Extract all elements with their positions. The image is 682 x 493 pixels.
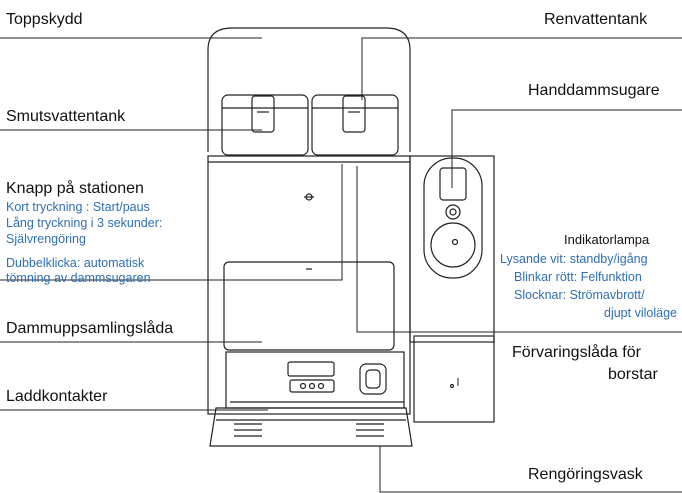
dust-box-shape xyxy=(223,261,395,351)
label-forvaring-2: borstar xyxy=(608,366,658,383)
label-forvaring-1: Förvaringslåda för xyxy=(512,344,641,361)
indikator-line-3: Slocknar: Strömavbrott/ xyxy=(514,288,645,302)
knapp-line-1: Kort tryckning : Start/paus xyxy=(6,200,150,214)
label-handdammsugare: Handdammsugare xyxy=(528,82,660,99)
label-indikator-title: Indikatorlampa xyxy=(564,232,650,247)
leader-indikator xyxy=(356,166,682,333)
label-toppskydd: Toppskydd xyxy=(6,11,83,28)
leader-renvattentank xyxy=(361,37,682,100)
indikator-line-1: Lysande vit: standby/igång xyxy=(500,252,648,266)
knapp-line-3: Självrengöring xyxy=(6,232,86,246)
leader-handdammsugare xyxy=(451,109,682,188)
label-renvattentank: Renvattentank xyxy=(544,11,648,28)
clean-water-tank-shape xyxy=(311,94,399,156)
knapp-line-2: Lång tryckning i 3 sekunder: xyxy=(6,216,163,230)
top-cover-shape xyxy=(207,27,411,152)
dirty-water-tank-shape xyxy=(221,94,309,156)
handheld-vacuum-shape xyxy=(423,157,483,279)
knapp-line-4: Dubbelklicka: automatisk xyxy=(6,256,145,270)
leader-knapp xyxy=(0,164,343,281)
label-smutsvattentank: Smutsvattentank xyxy=(6,108,126,125)
label-rengoringsvask: Rengöringsvask xyxy=(528,466,643,483)
charging-contacts-shape xyxy=(359,363,387,395)
cleaning-tray-shape xyxy=(209,407,413,447)
knapp-line-5: tömning av dammsugaren xyxy=(6,271,151,285)
tank-latch-right xyxy=(342,95,366,133)
leader-rengoringsvask xyxy=(379,446,682,493)
indikator-line-2: Blinkar rött: Felfunktion xyxy=(514,270,642,284)
label-knapp-title: Knapp på stationen xyxy=(6,180,144,197)
label-dammuppsamling: Dammuppsamlingslåda xyxy=(6,320,174,337)
label-laddkontakter: Laddkontakter xyxy=(6,388,108,405)
brush-storage-shape xyxy=(413,335,495,423)
tank-latch-left xyxy=(251,95,275,133)
indikator-line-4: djupt viloläge xyxy=(604,306,677,320)
